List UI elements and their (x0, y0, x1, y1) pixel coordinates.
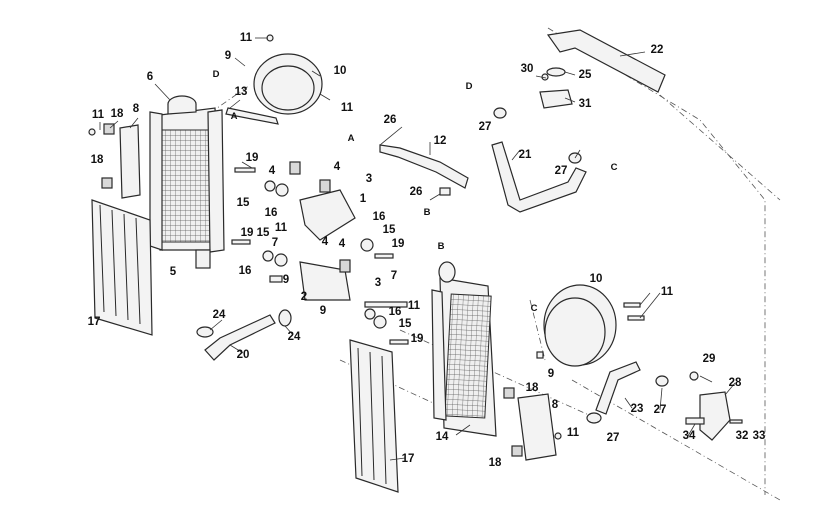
callout-label: 2 (300, 291, 308, 303)
callout-label: 18 (525, 382, 539, 394)
callout-label: 32 (735, 430, 749, 442)
callout-label: 11 (91, 109, 105, 121)
callout-label: 4 (268, 165, 276, 177)
fan-shroud-right (536, 284, 645, 367)
clamp-26 (439, 187, 451, 196)
leader-lines (99, 37, 736, 461)
callout-label: 21 (518, 149, 532, 161)
hose-21 (491, 141, 587, 213)
callout-label: 4 (333, 161, 341, 173)
callout-label: A (347, 133, 355, 144)
callout-label: 31 (578, 98, 592, 110)
callout-label: 8 (551, 399, 559, 411)
hose-13 (225, 107, 279, 125)
callout-label: 10 (333, 65, 347, 77)
callout-label: 17 (87, 316, 101, 328)
callout-label: 15 (236, 197, 250, 209)
callout-label: 11 (340, 102, 354, 114)
callout-label: A (230, 111, 238, 122)
callout-label: 9 (547, 368, 555, 380)
hose-23 (595, 361, 641, 415)
callout-label: 26 (383, 114, 397, 126)
callout-label: 27 (653, 404, 667, 416)
callout-label: 7 (271, 237, 279, 249)
callout-label: C (610, 162, 618, 173)
callout-label: 19 (410, 333, 424, 345)
callout-label: 7 (390, 270, 398, 282)
left-shroud (91, 199, 153, 336)
callout-label: 10 (589, 273, 603, 285)
callout-label: 4 (338, 238, 346, 250)
callout-label: 22 (650, 44, 664, 56)
callout-label: 18 (488, 457, 502, 469)
hose-12 (379, 144, 469, 189)
callout-label: 30 (520, 63, 534, 75)
callout-label: 26 (409, 186, 423, 198)
right-bracket (503, 387, 562, 461)
callout-label: 11 (566, 427, 580, 439)
callout-label: B (437, 241, 445, 252)
callout-label: 27 (606, 432, 620, 444)
callout-label: 12 (433, 135, 447, 147)
callout-label: 11 (407, 300, 421, 312)
callout-label: 25 (578, 69, 592, 81)
callout-label: 14 (435, 431, 449, 443)
callout-label: 28 (728, 377, 742, 389)
callout-label: 17 (401, 453, 415, 465)
right-radiator (431, 261, 497, 437)
callout-label: 13 (234, 86, 248, 98)
callout-label: 29 (702, 353, 716, 365)
callout-label: 24 (287, 331, 301, 343)
callout-label: 3 (374, 277, 382, 289)
callout-label: 6 (146, 71, 154, 83)
callout-label: D (212, 69, 220, 80)
callout-label: 5 (169, 266, 177, 278)
callout-label: 8 (132, 103, 140, 115)
mount-hardware (231, 161, 409, 345)
callout-label: 16 (388, 306, 402, 318)
callout-label: 15 (398, 318, 412, 330)
callout-label: 18 (90, 154, 104, 166)
hose-22 (546, 29, 666, 93)
callout-label: 24 (212, 309, 226, 321)
callout-label: 16 (238, 265, 252, 277)
callout-label: 9 (282, 274, 290, 286)
callout-label: 9 (224, 50, 232, 62)
callout-label: 11 (274, 222, 288, 234)
callout-label: 4 (321, 236, 329, 248)
fan-shroud-top (253, 34, 323, 115)
callout-label: D (465, 81, 473, 92)
callout-label: 18 (110, 108, 124, 120)
callout-label: 20 (236, 349, 250, 361)
callout-label: 34 (682, 430, 696, 442)
callout-label: 1 (359, 193, 367, 205)
callout-label: 9 (319, 305, 327, 317)
right-shroud (349, 339, 399, 493)
callout-label: 33 (752, 430, 766, 442)
callout-label: 23 (630, 403, 644, 415)
left-radiator (149, 95, 225, 269)
callout-label: 11 (239, 32, 253, 44)
callout-label: B (423, 207, 431, 218)
callout-label: 27 (478, 121, 492, 133)
callout-label: 27 (554, 165, 568, 177)
callout-label: 16 (372, 211, 386, 223)
callout-label: 19 (240, 227, 254, 239)
callout-label: 3 (365, 173, 373, 185)
callout-label: 15 (382, 224, 396, 236)
callout-label: 16 (264, 207, 278, 219)
callout-label: 11 (660, 286, 674, 298)
callout-label: 19 (245, 152, 259, 164)
callout-label: 15 (256, 227, 270, 239)
callout-label: 19 (391, 238, 405, 250)
callout-label: C (530, 303, 538, 314)
